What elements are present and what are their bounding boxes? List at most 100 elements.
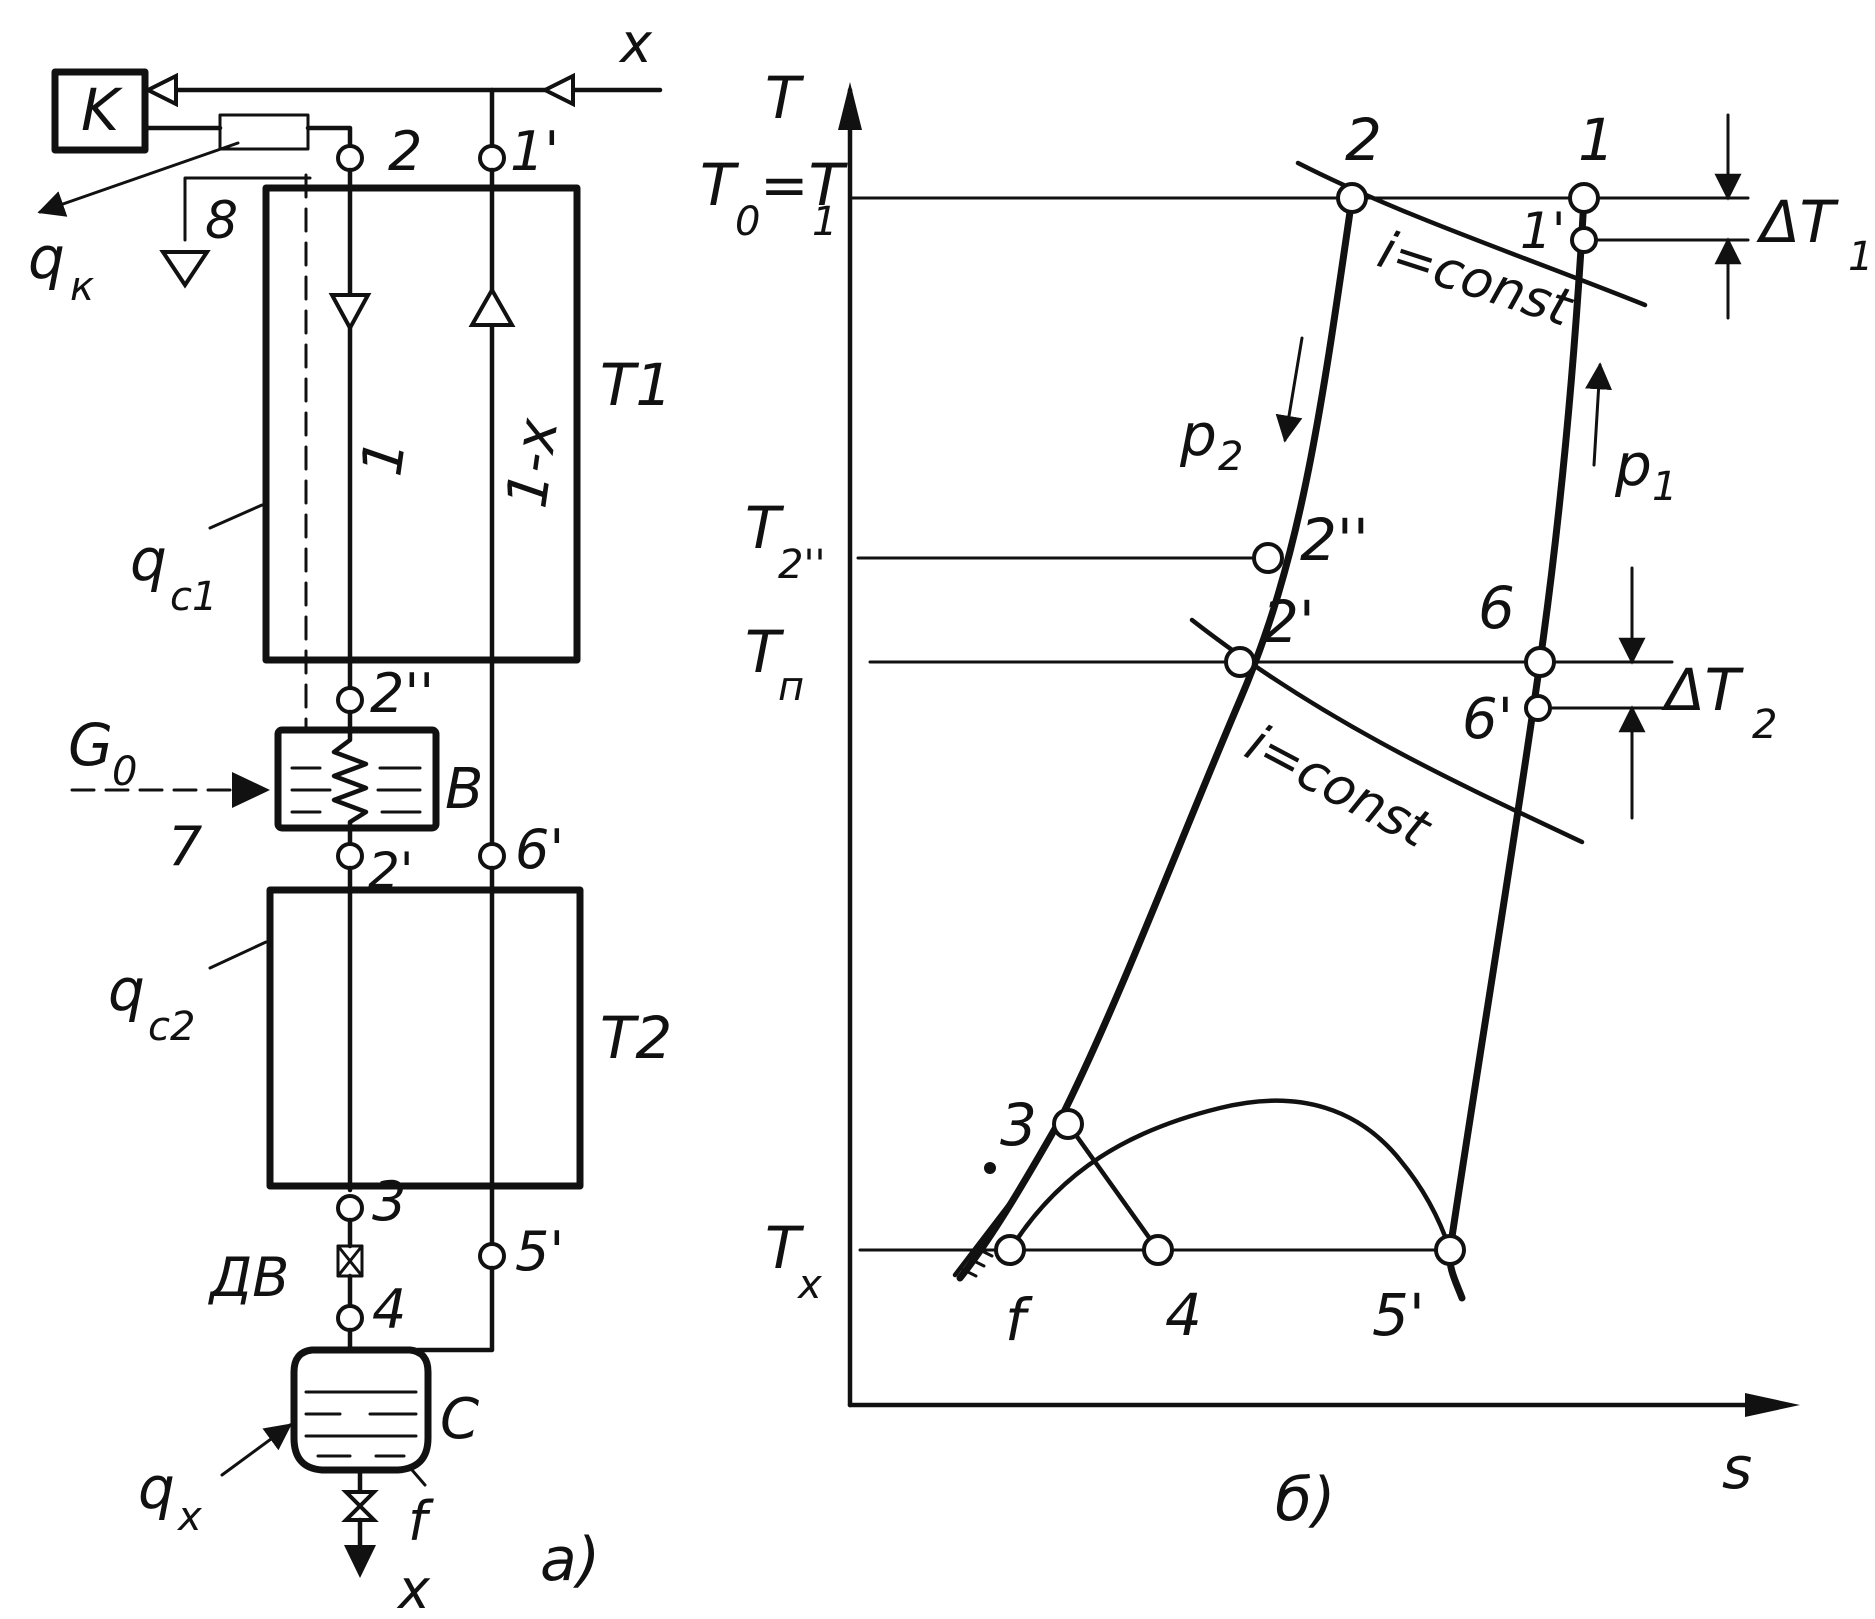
p1-label: p (1614, 431, 1652, 499)
heat-rejection-arrow (37, 141, 240, 217)
ts-point-1 (1568, 182, 1600, 214)
node-2 (336, 144, 364, 172)
compressor-box (51, 68, 149, 154)
Tx-label: T (765, 1214, 805, 1282)
f-label: f (408, 1490, 434, 1553)
T0-eq-label: =T (760, 151, 849, 219)
qc1-leader (208, 503, 264, 530)
ts-point-4 (1142, 1234, 1174, 1266)
T0-label: T (700, 151, 740, 219)
ts-point-6 (1524, 646, 1556, 678)
pt4-label: 4 (372, 1278, 406, 1341)
B-label: B (445, 757, 483, 822)
iconst2-label: i=const (1236, 714, 1441, 861)
compressor-label: K (81, 76, 123, 144)
ts-pt1p-label: 1' (1520, 202, 1566, 260)
qc2-label: q (108, 956, 145, 1024)
axis-T-arrow (838, 82, 862, 130)
isenthalp-upper (1295, 160, 1648, 308)
node-4 (336, 1304, 364, 1332)
ts-point-2pp (1252, 542, 1284, 574)
stream-1x-label: 1-x (494, 414, 571, 512)
C-label: C (440, 1387, 479, 1452)
ts-point-f (994, 1234, 1026, 1266)
G0-sub-label: 0 (112, 749, 137, 795)
compressor-inlet-arrow (143, 72, 178, 108)
T0-eq-sub-label: 1 (812, 199, 837, 245)
makeup-inlet-arrow (540, 72, 575, 108)
ts-pt6p-label: 6' (1462, 687, 1513, 752)
T1-label: T1 (600, 351, 672, 419)
stream-1-label: 1 (349, 436, 418, 480)
aftercooler (218, 113, 310, 151)
ts-point-5p (1434, 1234, 1466, 1266)
ts-pt6-label: 6 (1478, 574, 1515, 642)
ts-pt1-label: 1 (1578, 106, 1615, 174)
node-6p (478, 842, 506, 870)
node-3 (336, 1194, 364, 1222)
DV-label: ДВ (208, 1246, 289, 1309)
ts-pt2pp-label: 2'' (1300, 506, 1369, 574)
compressor-outlet-line (142, 113, 353, 153)
bath-B (274, 726, 440, 832)
vapor-return-8 (183, 176, 312, 242)
bath-liquid (290, 766, 422, 814)
separator-liquid (304, 1390, 418, 1458)
Tn-sub-label: п (778, 664, 804, 710)
stream-1x-arrow (468, 285, 516, 327)
qc1-label: q (130, 526, 167, 594)
ts-point-3-dot (984, 1162, 996, 1174)
ts-panel: T s T 0 =T 1 T 2'' T п T x i=const i=con… (700, 64, 1873, 1535)
x-bottom-label: x (396, 1558, 431, 1619)
saturation-dome (1007, 1098, 1453, 1253)
coil (331, 709, 369, 851)
qx-label: q (138, 1454, 175, 1522)
return-line (143, 72, 663, 151)
separator-C (290, 1346, 432, 1474)
Tn-label: T (745, 618, 785, 686)
ts-point-2p (1224, 646, 1256, 678)
ts-point-2 (1336, 182, 1368, 214)
heat-exchanger-T2 (266, 886, 584, 1190)
scheme-panel: K x q к 8 2 1' (28, 12, 672, 1619)
axis-T-label: T (765, 64, 805, 132)
G0-arrow (232, 772, 270, 808)
caption-a: a) (540, 1525, 600, 1595)
qk-sub-label: к (70, 264, 94, 310)
qc2-sub-label: c2 (148, 1004, 195, 1050)
T2-label: T2 (600, 1004, 672, 1072)
isobar-p2 (956, 194, 1356, 1282)
T2pp-sub-label: 2'' (778, 542, 825, 588)
throttle-process (1065, 1121, 1161, 1253)
qx-sub-label: x (176, 1494, 202, 1540)
ts-pt2-label: 2 (1345, 106, 1382, 174)
drain-valve (341, 1490, 379, 1522)
p2-sub-label: 2 (1218, 434, 1243, 480)
node-2p (336, 842, 364, 870)
stream-1-arrow (328, 293, 372, 333)
heat-exchanger-T1 (262, 184, 581, 664)
caption-b: б) (1275, 1465, 1335, 1535)
ts-pt5p-label: 5' (1372, 1281, 1425, 1349)
p2-direction-arrow (1275, 336, 1304, 443)
pt5p-label: 5' (515, 1220, 564, 1283)
G0-label: G (68, 711, 113, 779)
node-5p (478, 1242, 506, 1270)
qk-label: q (28, 224, 65, 292)
product-outflow-arrow (344, 1545, 376, 1578)
dT2-label: ΔT (1661, 656, 1745, 724)
drain-arrow (159, 250, 211, 289)
qc2-leader (208, 940, 268, 970)
ts-point-1p (1570, 226, 1598, 254)
vapor-return-5p (415, 1265, 495, 1353)
T2pp-label: T (745, 494, 785, 562)
T0-sub-label: 0 (735, 199, 760, 245)
axis-s-label: s (1722, 1434, 1752, 1502)
dT2-sub-label: 2 (1752, 702, 1777, 748)
ts-ptf-label: f (1005, 1286, 1033, 1354)
p2-label: p (1179, 401, 1217, 469)
pt7-label: 7 (168, 815, 202, 878)
pt2-label: 2 (388, 120, 422, 183)
ts-pt4-label: 4 (1165, 1281, 1202, 1349)
